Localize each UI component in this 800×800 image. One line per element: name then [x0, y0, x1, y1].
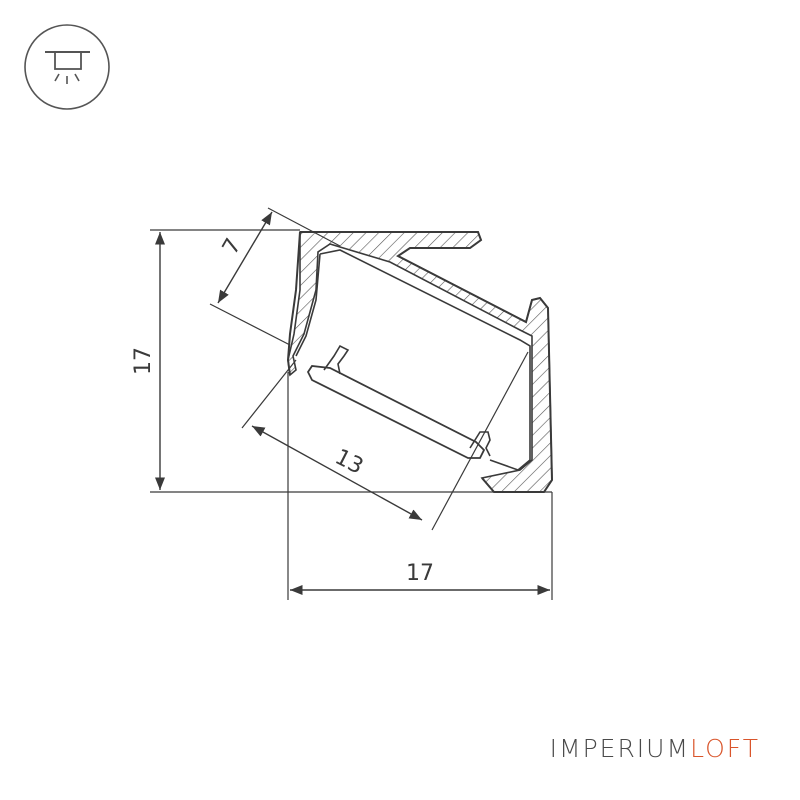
width-value: 17 [406, 561, 434, 586]
ceiling-light-mount-icon [24, 24, 110, 110]
brand-logo: IMPERIUMLOFT [550, 734, 760, 763]
inner-width-value: 13 [331, 445, 367, 480]
inner-width-dimension: 13 [241, 351, 529, 531]
profile-section [287, 231, 553, 493]
depth-value: 7 [218, 234, 247, 259]
profile-body [286, 231, 554, 493]
brand-part2: LOFT [690, 734, 760, 763]
brand-part1: IMPERIUM [549, 734, 691, 763]
led-strip [306, 344, 491, 459]
depth-dimension: 7 [209, 207, 341, 346]
height-value: 17 [131, 347, 156, 375]
profile-cavity [295, 249, 531, 471]
